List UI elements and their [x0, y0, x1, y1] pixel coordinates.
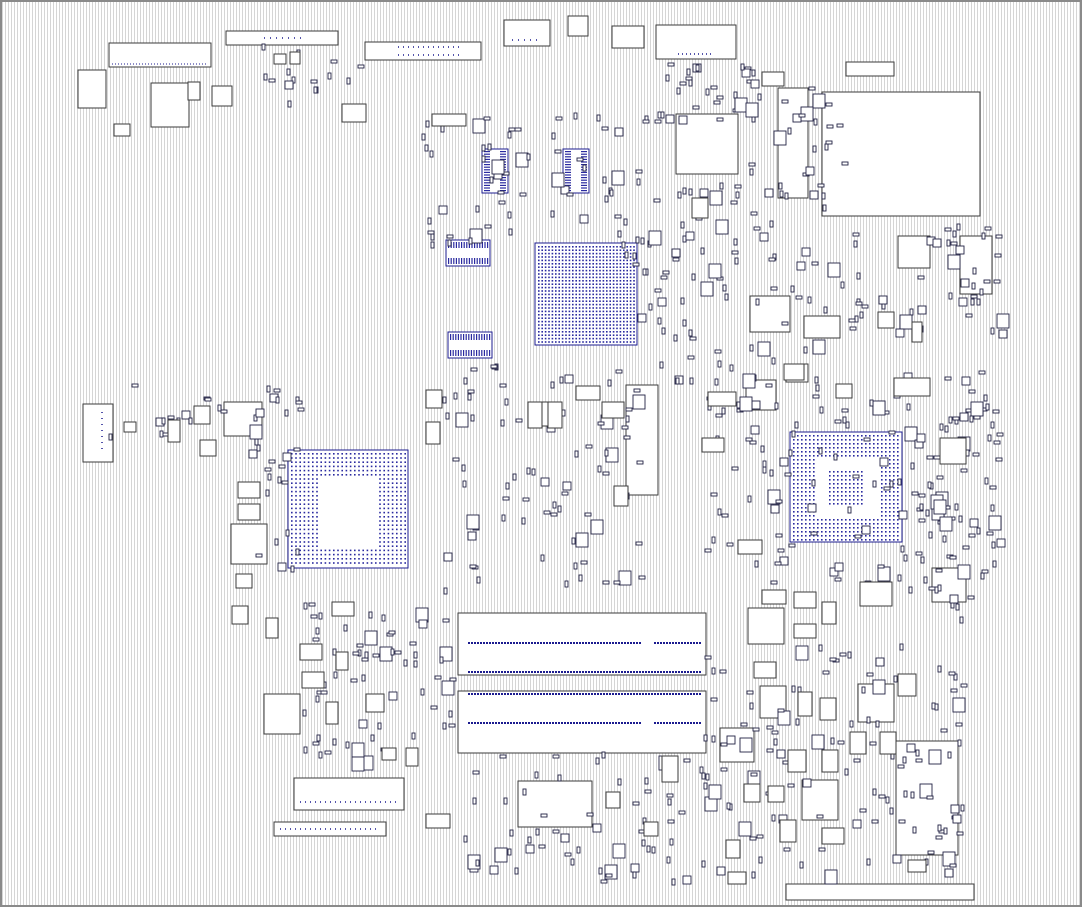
ic-bottom-center: [517, 780, 593, 828]
connector-bottom-left: [293, 777, 405, 811]
component-left-top: [77, 69, 107, 109]
header-bottom-left: [273, 821, 387, 837]
ic-bottom-left-1: [263, 693, 301, 735]
header-top-2: [225, 30, 339, 46]
ic-left-top: [150, 82, 190, 128]
ic-left-lower: [230, 523, 268, 565]
ic-lower-mid: [747, 607, 785, 645]
ic-right-small: [897, 235, 931, 269]
large-chip-top-right: [821, 91, 981, 217]
connector-left-edge: [82, 403, 114, 463]
header-top-4: [503, 19, 551, 47]
passive-components: [108, 43, 1010, 886]
bga-chip-right: [789, 431, 903, 543]
edge-connector-bottom: [785, 883, 975, 901]
component-top-small: [611, 25, 645, 49]
bga-chip-center: [534, 242, 638, 346]
memory-slot-lower: [457, 690, 707, 754]
header-top-5: [655, 24, 737, 60]
bga-chip-left: [287, 449, 409, 569]
header-top-3: [364, 41, 482, 61]
memory-slot-upper: [457, 612, 707, 676]
component-top-square: [567, 15, 589, 37]
header-top-1: [108, 42, 212, 68]
ic-right-edge: [959, 235, 993, 295]
